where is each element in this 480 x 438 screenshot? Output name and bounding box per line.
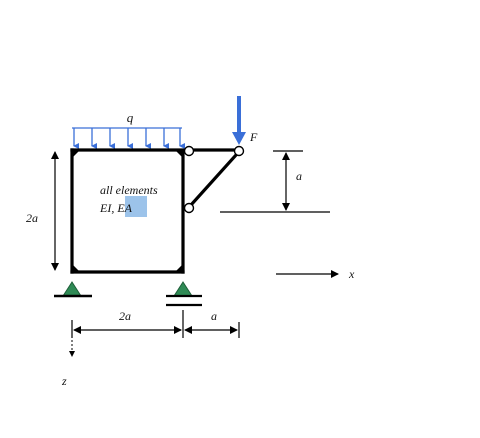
label-q: q (127, 110, 134, 125)
label-width: 2a (119, 309, 131, 323)
right-support-triangle (173, 281, 193, 297)
hinge-load-point (233, 145, 245, 157)
coordinate-axes: x z (61, 267, 355, 388)
note-highlight (125, 196, 147, 217)
note-line-2: EI, EA (99, 201, 133, 215)
corner-gusset (72, 150, 80, 158)
z-axis-arrowhead (69, 351, 75, 357)
material-note: all elements EI, EA (99, 183, 158, 217)
label-height: 2a (26, 211, 38, 225)
corner-gusset (175, 264, 183, 272)
label-x: x (348, 267, 355, 281)
corner-gusset (72, 264, 80, 272)
left-support (54, 281, 92, 298)
point-load: F (232, 96, 258, 145)
note-line-1: all elements (100, 183, 158, 197)
dimension-width: 2a a (71, 309, 240, 338)
label-z: z (61, 374, 67, 388)
force-arrowhead (232, 132, 246, 145)
right-support (166, 281, 202, 307)
left-support-triangle (62, 281, 82, 297)
hinge-top-right (183, 145, 195, 157)
hinge-right-column (183, 202, 195, 214)
label-offset: a (296, 169, 302, 183)
frame-members (70, 145, 245, 274)
label-overhang: a (211, 309, 217, 323)
diagonal-strut (188, 152, 239, 208)
distributed-load: q (72, 110, 185, 149)
label-F: F (249, 130, 258, 144)
dimension-height: 2a (26, 151, 59, 271)
dimension-offset: a (220, 150, 330, 213)
corner-gusset (175, 150, 183, 158)
